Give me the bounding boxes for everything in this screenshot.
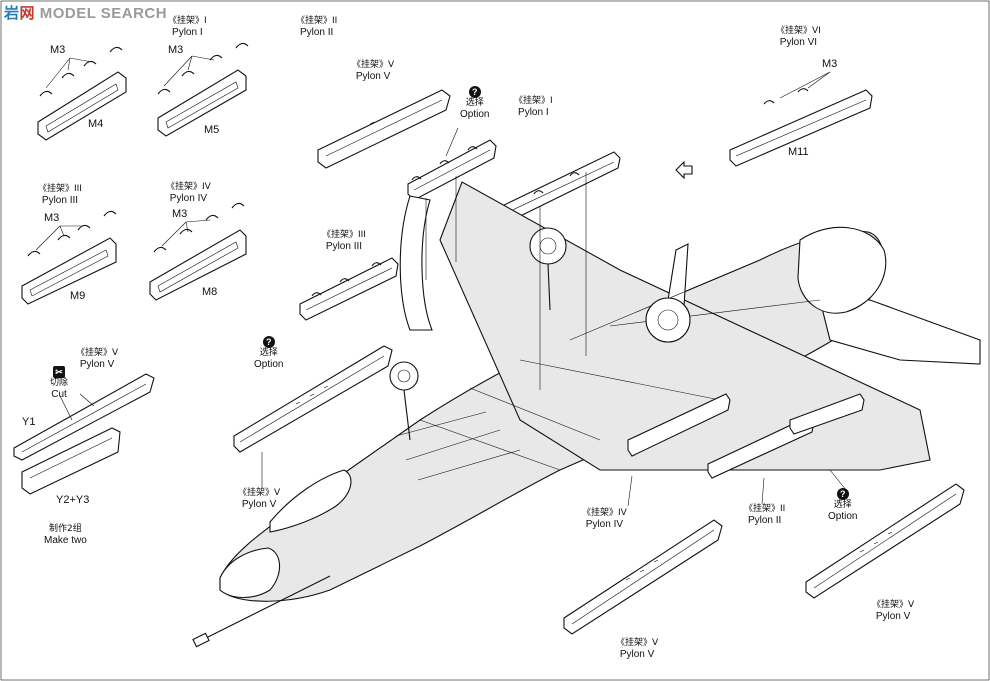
part-label-m4: M4 [88,118,104,130]
part-label-m9: M9 [70,290,86,302]
part-label-m8: M8 [202,286,218,298]
pylon-m4-assembly [37,46,127,141]
part-label-m11: M11 [788,146,809,158]
pylon-vi [729,71,873,167]
pylon-v-bottom [563,519,723,635]
nose-probe [197,575,331,643]
main-wheel-right [645,297,691,343]
option-icon: ? [836,488,849,500]
pylon-m9-assembly [21,210,117,305]
option-icon: ? [262,336,275,348]
part-label-m3: M3 [172,208,188,220]
part-label-m3: M3 [50,44,66,56]
pylon-m8-assembly [149,202,247,301]
part-label-m3: M3 [44,212,60,224]
pylon-iii-mid [299,257,399,321]
pylon-option-top [407,127,497,201]
part-label-m3: M3 [822,58,838,70]
pylon-y-assembly [13,373,155,495]
part-label-m5: M5 [204,124,220,136]
main-wheel-left [529,227,567,265]
pylon-v-right [805,483,965,599]
nose-wheel [389,361,419,391]
direction-arrow-icon [675,160,693,180]
pylon-m5-assembly [157,42,249,137]
pylon-v-top [317,89,451,169]
option-icon: ? [468,86,481,98]
cut-icon: ✂ [53,366,65,378]
part-label-y2-y3: Y2+Y3 [56,494,90,506]
aircraft-airframe [192,172,981,648]
part-label-m3: M3 [168,44,184,56]
pylon-option-left [233,345,393,453]
part-label-y1: Y1 [22,416,36,428]
watermark-logo: 岩网 MODEL SEARCH [4,4,168,22]
